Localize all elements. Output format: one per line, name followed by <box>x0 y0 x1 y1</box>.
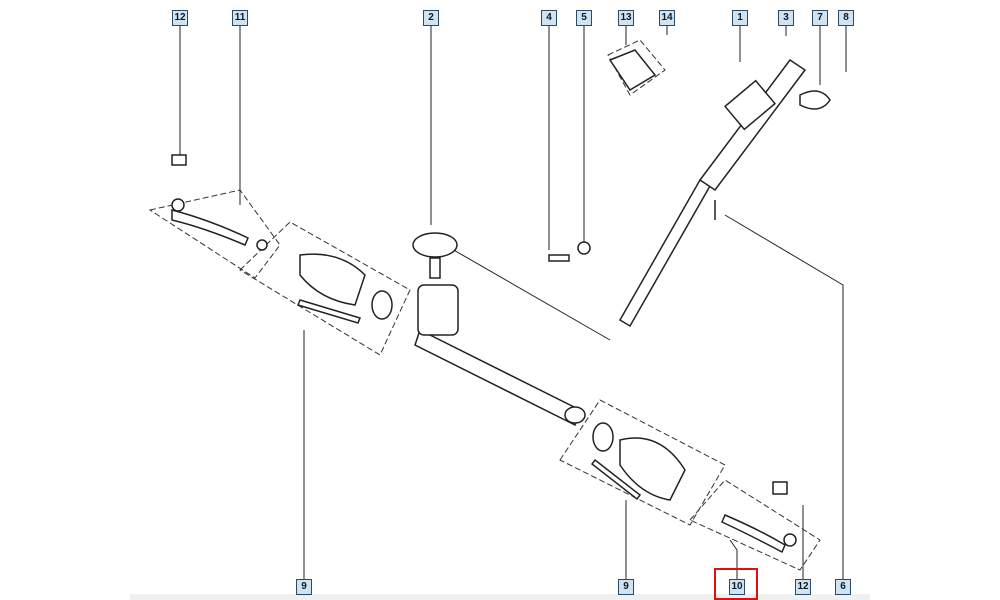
nut-5 <box>577 241 591 255</box>
leader-6 <box>724 214 844 580</box>
callout-6[interactable]: 6 <box>835 579 851 595</box>
group-box-13 <box>607 39 666 96</box>
highlight-box-callout-10 <box>714 568 758 600</box>
leader-10 <box>729 539 738 580</box>
callout-1[interactable]: 1 <box>732 10 748 26</box>
left-inner-rod <box>296 299 362 324</box>
group-box-10 <box>689 479 821 571</box>
callout-9-right[interactable]: 9 <box>618 579 634 595</box>
group-box-11 <box>148 189 281 279</box>
rack-housing <box>417 284 459 336</box>
callout-12-top[interactable]: 12 <box>172 10 188 26</box>
callout-8[interactable]: 8 <box>838 10 854 26</box>
bracket-13 <box>608 49 657 92</box>
intermediate-shaft <box>618 178 712 328</box>
callout-5[interactable]: 5 <box>576 10 592 26</box>
left-boot <box>299 253 366 306</box>
right-inner-rod <box>590 458 642 501</box>
steering-column <box>698 58 807 192</box>
right-tie-rod-end <box>721 514 786 554</box>
callout-9-left[interactable]: 9 <box>296 579 312 595</box>
bottom-strip <box>130 594 870 600</box>
group-box-9-right <box>559 399 726 526</box>
callout-11[interactable]: 11 <box>232 10 248 26</box>
left-tie-rod-end <box>171 209 249 246</box>
lever-7 <box>799 90 831 110</box>
callout-7[interactable]: 7 <box>812 10 828 26</box>
left-nut-12 <box>171 154 187 166</box>
leader-2-line <box>444 244 611 341</box>
column-bracket <box>723 79 777 131</box>
callout-3[interactable]: 3 <box>778 10 794 26</box>
group-box-9-left <box>239 221 411 356</box>
callout-4[interactable]: 4 <box>541 10 557 26</box>
callout-14[interactable]: 14 <box>659 10 675 26</box>
callout-12-bottom[interactable]: 12 <box>795 579 811 595</box>
callout-2[interactable]: 2 <box>423 10 439 26</box>
steering-rack <box>414 328 581 427</box>
right-boot <box>619 437 686 501</box>
callout-10[interactable]: 10 <box>729 579 745 595</box>
rack-mount-cap <box>412 232 458 258</box>
right-nut-12 <box>772 481 788 495</box>
callout-13[interactable]: 13 <box>618 10 634 26</box>
bolt-4 <box>548 254 570 262</box>
